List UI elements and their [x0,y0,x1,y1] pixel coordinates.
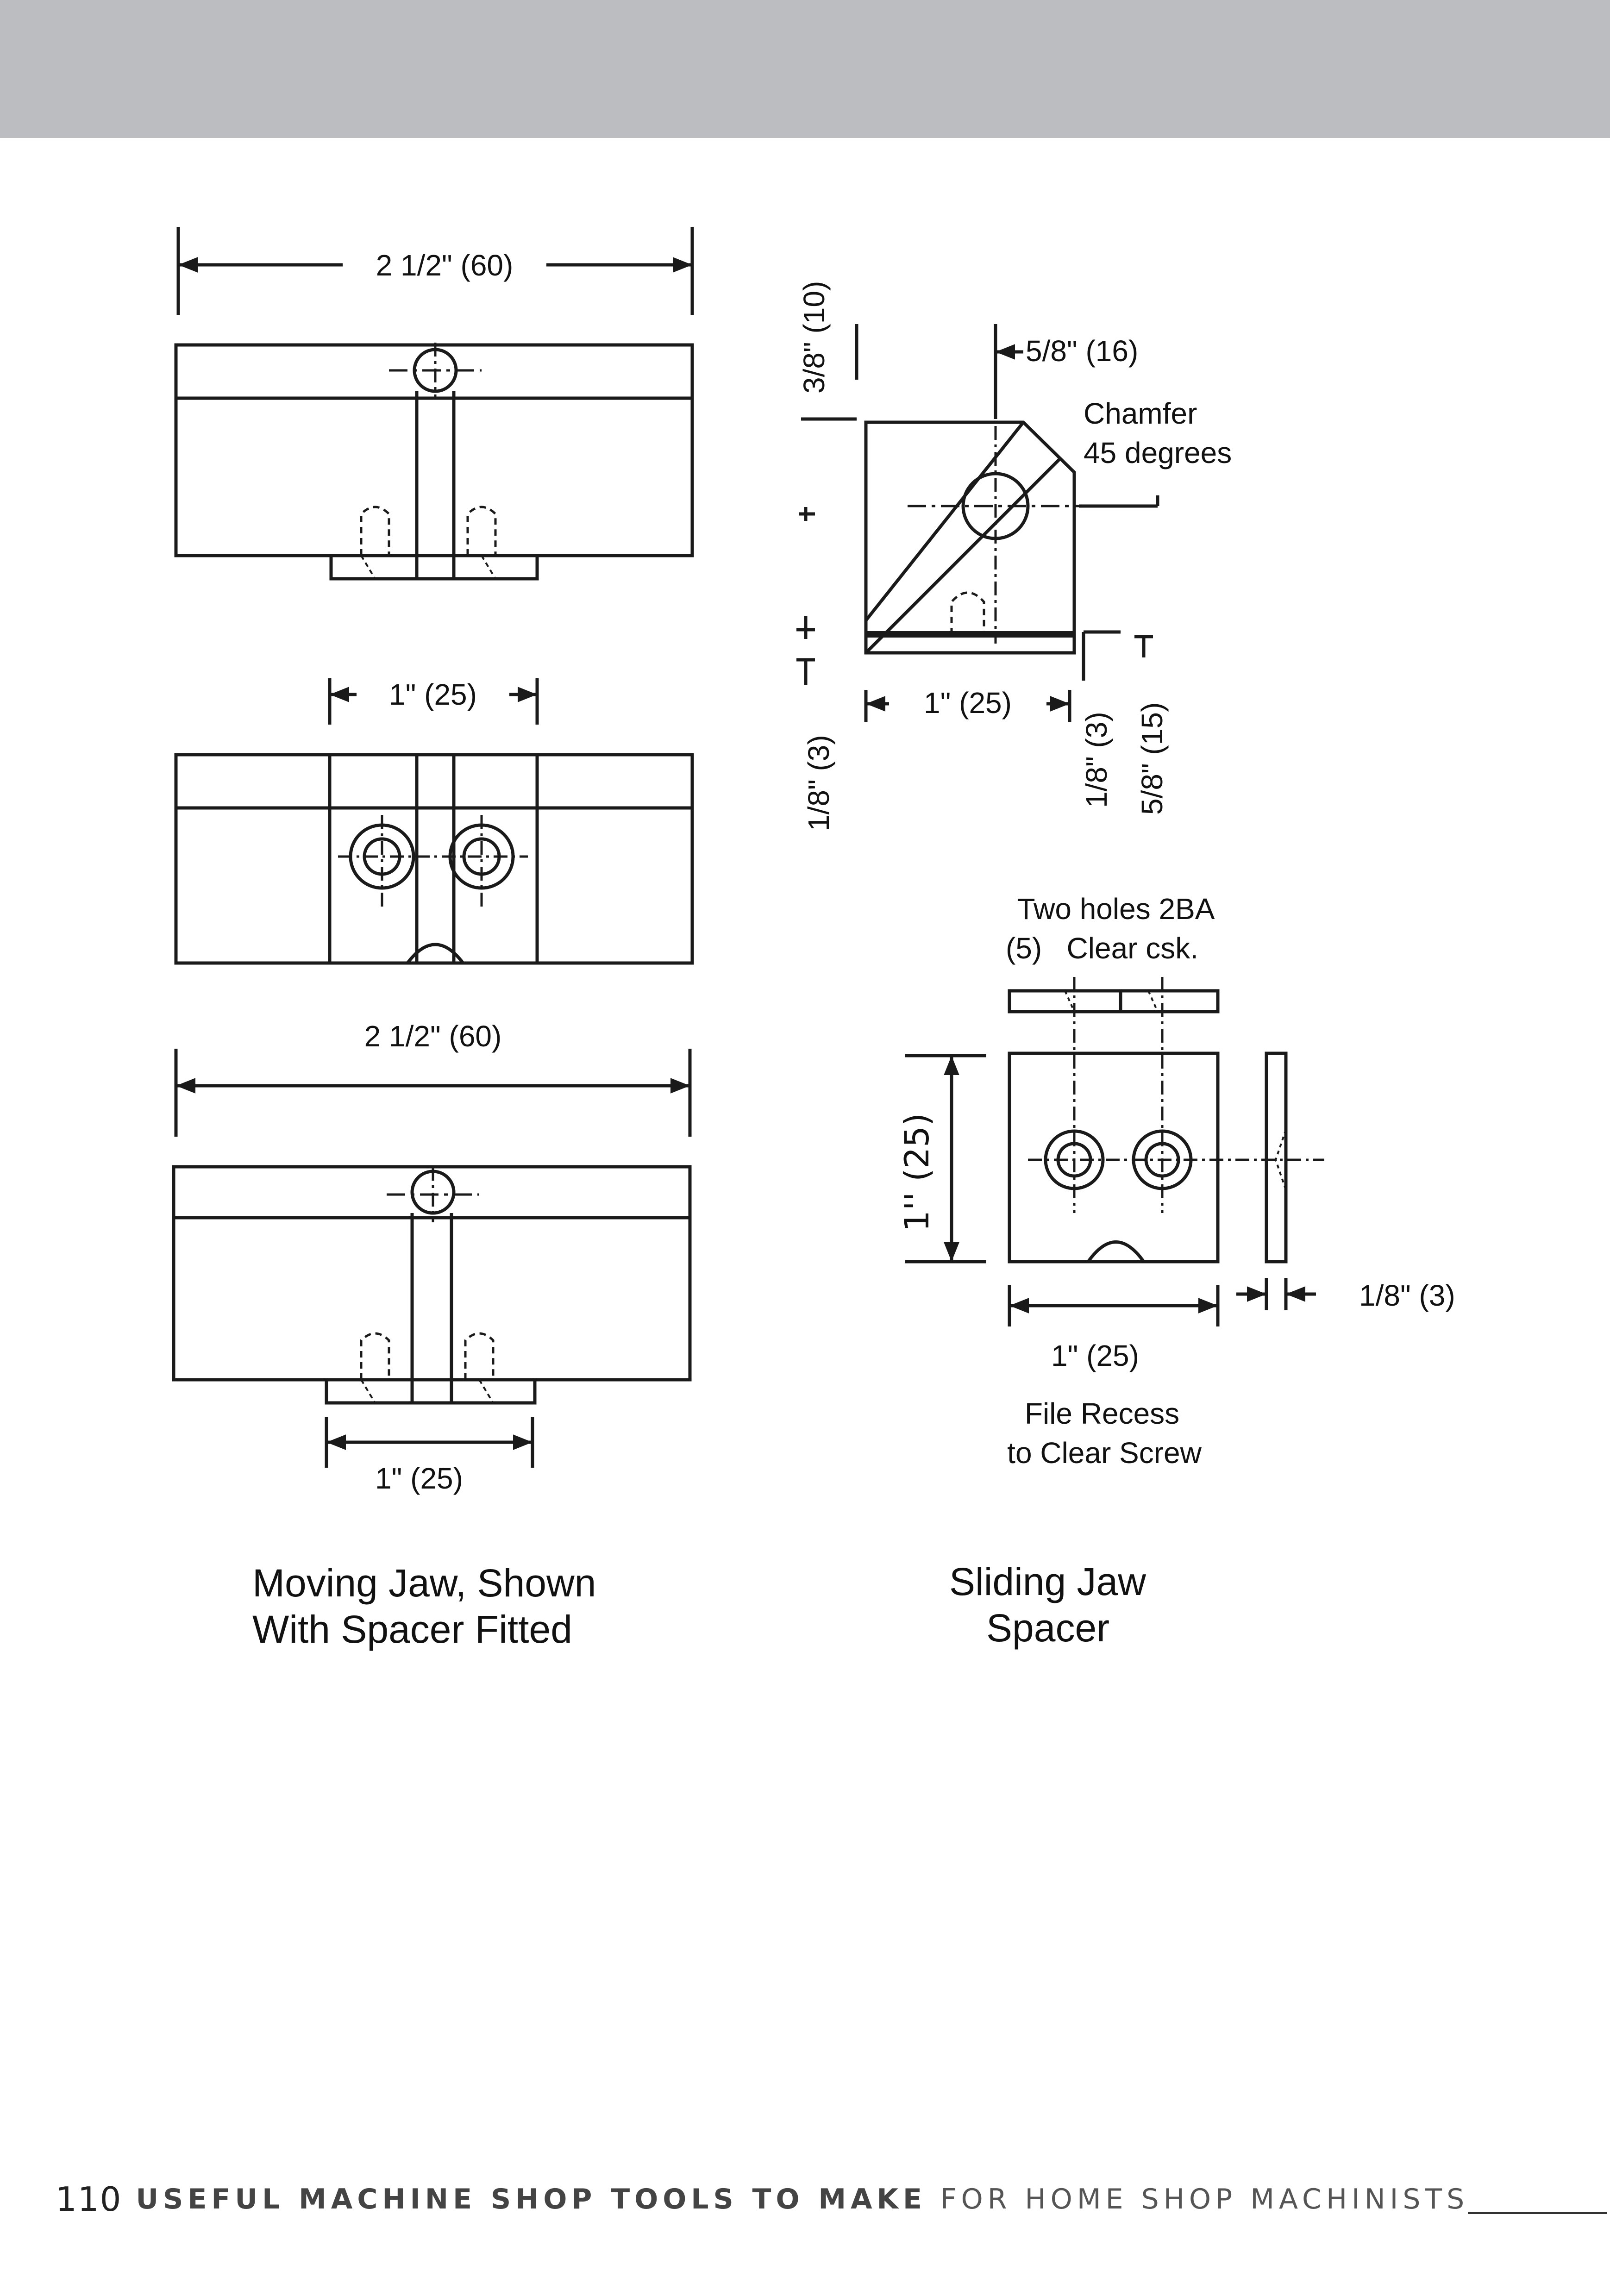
sliding-jaw-right-height-label: 5/8" (15) [1135,702,1169,815]
sliding-jaw-caption-line2: Spacer [986,1606,1109,1650]
sliding-jaw-right-thickness-label: 1/8" (3) [1080,712,1113,808]
spacer-height-label: 1'' (25) [897,1113,936,1232]
moving-jaw-caption-line1: Moving Jaw, Shown [252,1561,596,1605]
sliding-jaw-left-thickness-label: 1/8" (3) [802,735,835,831]
chamfer-label-line2: 45 degrees [1084,436,1232,469]
book-title-bold: useful machine shop tools to make [136,2183,927,2215]
moving-jaw-lower-view [172,1049,692,1468]
holes-label-line2: (5) Clear csk. [1006,932,1198,965]
book-title-light: for home shop machinists [940,2183,1469,2215]
recess-label-line2: to Clear Screw [1007,1436,1202,1470]
spacer-width-label: 1" (25) [1051,1339,1139,1372]
header-band [0,0,1610,138]
spacer-thickness-label: 1/8" (3) [1359,1279,1455,1312]
holes-label-line1: Two holes 2BA [1017,892,1215,926]
chamfer-label-line1: Chamfer [1084,397,1197,430]
sliding-jaw-caption-line1: Sliding Jaw [949,1560,1146,1603]
page-footer: 110 useful machine shop tools to make fo… [56,2167,1469,2232]
sliding-jaw-hole-offset-label: 5/8" (16) [1026,334,1138,368]
sliding-jaw-side-view [796,324,1159,722]
moving-jaw-front-view [174,678,694,965]
moving-jaw-top-view [174,227,694,581]
moving-jaw-top-width-label: 2 1/2" (60) [376,249,514,282]
sliding-jaw-spacer-view [905,977,1324,1326]
sliding-jaw-top-offset-label: 3/8" (10) [797,281,831,394]
moving-jaw-spacer-width-label: 1" (25) [375,1462,463,1495]
recess-label-line1: File Recess [1025,1397,1179,1430]
footer-rule [1468,2212,1607,2214]
moving-jaw-lower-width-label: 2 1/2" (60) [364,1020,502,1053]
page-number: 110 [56,2180,122,2219]
moving-jaw-caption-line2: With Spacer Fitted [252,1608,572,1651]
sliding-jaw-width-label: 1" (25) [924,686,1012,719]
moving-jaw-spacing-label: 1" (25) [389,678,477,711]
